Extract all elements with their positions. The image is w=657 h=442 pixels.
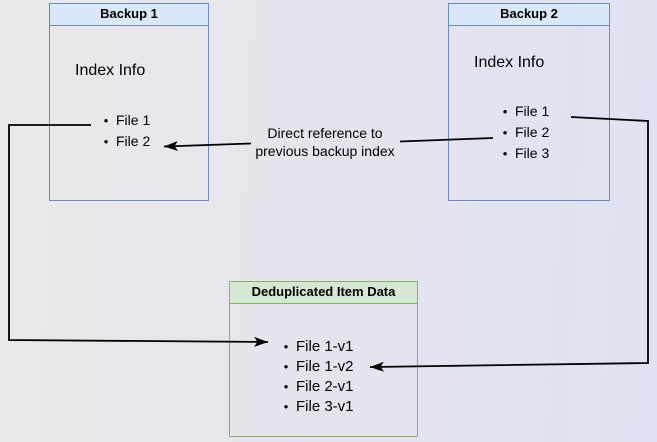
deduplicated-item-data-box: Deduplicated Item Data • File 1-v1 • File … bbox=[229, 281, 418, 437]
bullet-icon: • bbox=[283, 379, 289, 394]
backup1-box: Backup 1 Index Info • File 1 • File 2 bbox=[49, 3, 209, 201]
file-label: File 3 bbox=[515, 145, 550, 161]
backup1-file-list: • File 1 • File 2 bbox=[96, 110, 151, 152]
bullet-icon: • bbox=[502, 146, 508, 161]
bullet-icon: • bbox=[103, 113, 109, 128]
file-label: File 3-v1 bbox=[296, 398, 354, 415]
backup1-index-info-label: Index Info bbox=[75, 62, 146, 79]
backup2-index-info-label: Index Info bbox=[474, 54, 545, 71]
list-item: • File 2 bbox=[96, 131, 151, 152]
bullet-icon: • bbox=[283, 339, 289, 354]
list-item: • File 1-v2 bbox=[276, 357, 354, 377]
list-item: • File 3-v1 bbox=[276, 397, 354, 417]
file-label: File 1-v2 bbox=[296, 358, 354, 375]
bullet-icon: • bbox=[502, 125, 508, 140]
list-item: • File 2 bbox=[495, 122, 550, 143]
reference-arrow-label-line2: previous backup index bbox=[255, 143, 395, 159]
file-label: File 2-v1 bbox=[296, 378, 354, 395]
backup2-file-list: • File 1 • File 2 • File 3 bbox=[495, 101, 550, 164]
backup2-box: Backup 2 Index Info • File 1 • File 2 • Fil… bbox=[448, 3, 610, 201]
dedup-title: Deduplicated Item Data bbox=[230, 282, 417, 304]
list-item: • File 1 bbox=[96, 110, 151, 131]
file-label: File 2 bbox=[515, 124, 550, 140]
file-label: File 1 bbox=[116, 112, 151, 128]
bullet-icon: • bbox=[283, 399, 289, 414]
file-label: File 1-v1 bbox=[296, 338, 354, 355]
list-item: • File 1 bbox=[495, 101, 550, 122]
file-label: File 1 bbox=[515, 103, 550, 119]
backup1-title: Backup 1 bbox=[50, 4, 208, 26]
bullet-icon: • bbox=[103, 134, 109, 149]
dedup-file-list: • File 1-v1 • File 1-v2 • File 2-v1 • File 3… bbox=[276, 337, 354, 417]
list-item: • File 3 bbox=[495, 143, 550, 164]
bullet-icon: • bbox=[502, 104, 508, 119]
reference-arrow-label: Direct reference to previous backup inde… bbox=[245, 124, 405, 160]
file-label: File 2 bbox=[116, 133, 151, 149]
bullet-icon: • bbox=[283, 359, 289, 374]
list-item: • File 2-v1 bbox=[276, 377, 354, 397]
list-item: • File 1-v1 bbox=[276, 337, 354, 357]
backup2-title: Backup 2 bbox=[449, 4, 609, 26]
reference-arrow-label-line1: Direct reference to bbox=[267, 125, 383, 141]
